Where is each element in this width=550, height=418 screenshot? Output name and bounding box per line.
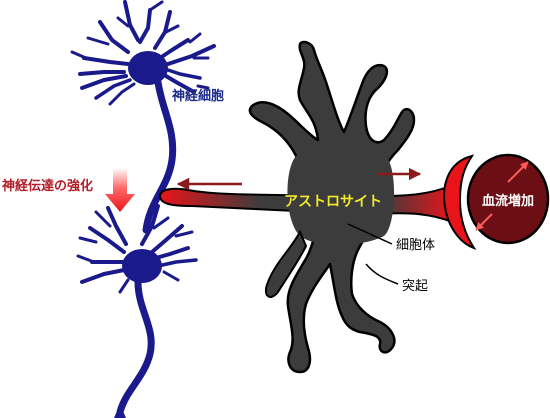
astrocyte-center <box>287 149 395 245</box>
upper-neuron-soma <box>128 51 168 85</box>
lower-neuron-soma <box>122 249 162 283</box>
astrocyte-end-foot <box>443 154 477 250</box>
lower-neuron <box>76 204 198 416</box>
neuron-label: 神経細胞 <box>172 88 224 104</box>
astrocyte-lower-body <box>286 212 396 374</box>
cell-body-pointer <box>347 223 393 245</box>
cell-body-label: 細胞体 <box>396 238 435 253</box>
enhancement-arrow <box>105 168 135 212</box>
vessel-expand-arrow-up <box>507 161 529 183</box>
astrocyte-label: アストロサイト <box>284 194 382 210</box>
upper-neuron <box>70 0 216 234</box>
enhancement-label: 神経伝達の強化 <box>2 178 93 194</box>
astrocyte-left-process <box>158 187 317 214</box>
process-pointer <box>365 263 399 285</box>
axon-terminal <box>114 404 126 418</box>
process-label: 突起 <box>402 278 428 294</box>
blood-flow-label: 血流増加 <box>482 193 534 209</box>
blood-vessel <box>466 153 550 245</box>
astrocyte-lower-left-process <box>264 229 308 298</box>
vessel-expand-arrow-down <box>475 213 493 231</box>
